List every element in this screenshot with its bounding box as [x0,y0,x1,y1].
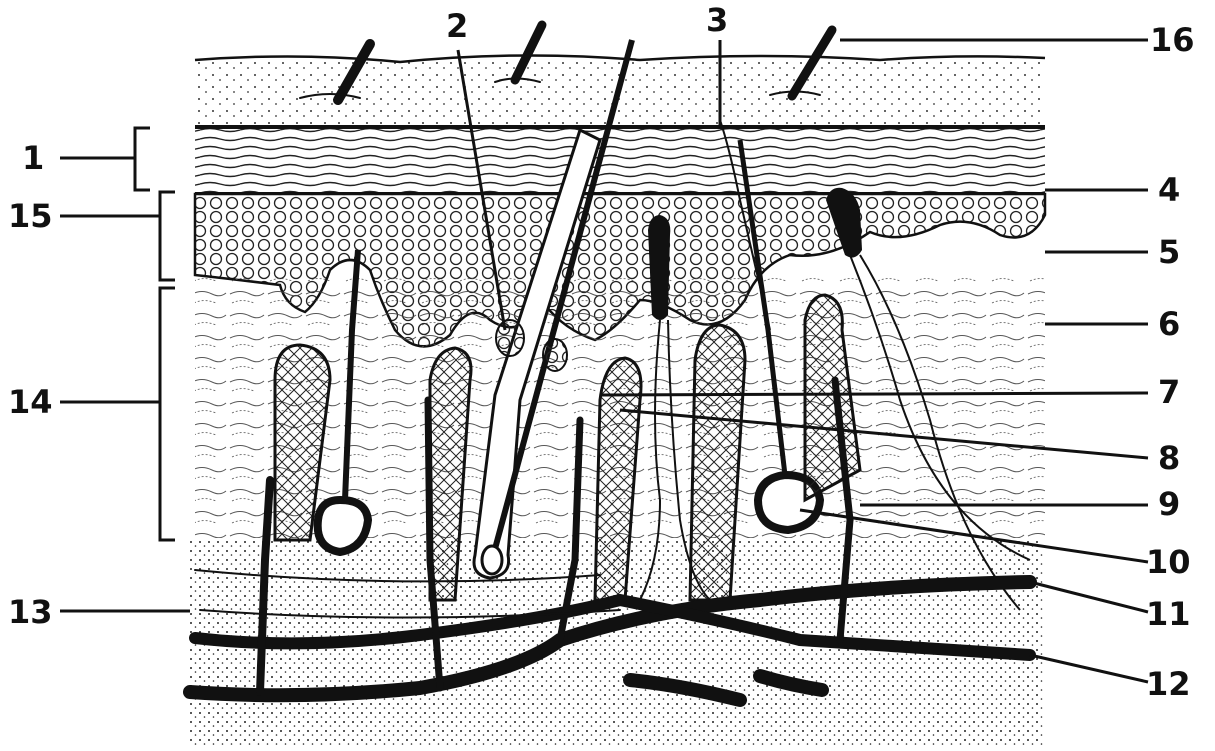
label-7: 7 [1158,376,1180,408]
label-1: 1 [22,142,44,174]
label-3: 3 [706,4,728,36]
label-5: 5 [1158,236,1180,268]
label-6: 6 [1158,308,1180,340]
label-12: 12 [1146,668,1191,700]
label-2: 2 [446,10,468,42]
label-10: 10 [1146,546,1191,578]
label-13: 13 [8,596,53,628]
epidermis-layer [195,126,1045,194]
label-8: 8 [1158,442,1180,474]
label-16: 16 [1150,24,1195,56]
label-9: 9 [1158,488,1180,520]
label-15: 15 [8,200,53,232]
label-11: 11 [1146,598,1191,630]
label-14: 14 [8,386,53,418]
label-4: 4 [1158,174,1180,206]
